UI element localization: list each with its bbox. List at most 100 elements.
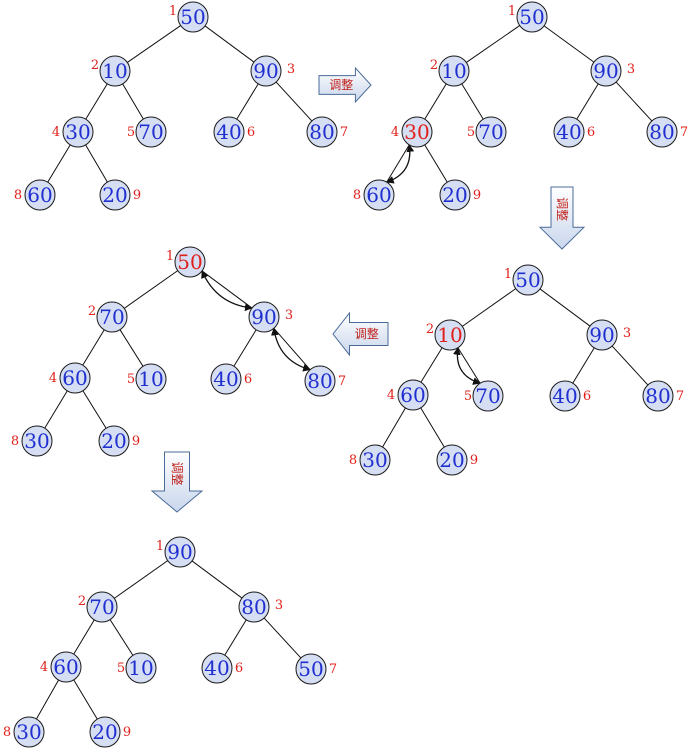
node-index: 9 bbox=[473, 188, 481, 203]
tree-edge bbox=[273, 327, 311, 371]
node-index: 1 bbox=[504, 267, 512, 282]
tree-node: 604 bbox=[49, 362, 91, 394]
tree-edge bbox=[127, 25, 181, 63]
node-circle bbox=[248, 301, 280, 333]
node-index: 3 bbox=[275, 598, 283, 613]
node-value: 10 bbox=[437, 323, 462, 347]
tree-node: 604 bbox=[387, 379, 429, 411]
node-index: 4 bbox=[40, 660, 48, 675]
node-index: 2 bbox=[88, 304, 96, 319]
step-arrow-down: 调整 bbox=[538, 186, 586, 250]
node-value: 70 bbox=[138, 120, 163, 144]
node-value: 20 bbox=[442, 183, 467, 207]
swap-arrow bbox=[386, 144, 415, 184]
tree-node: 20 9 bbox=[439, 179, 481, 211]
node-circle bbox=[306, 116, 338, 148]
node-index: 8 bbox=[3, 725, 11, 740]
node-index: 1 bbox=[508, 4, 516, 19]
node-value: 40 bbox=[216, 120, 241, 144]
node-value: 30 bbox=[65, 120, 90, 144]
node-value: 50 bbox=[177, 250, 202, 274]
node-value: 40 bbox=[556, 120, 581, 144]
tree-edge bbox=[224, 619, 247, 656]
node-circle bbox=[516, 1, 548, 33]
node-value: 30 bbox=[24, 429, 49, 453]
tree-edge bbox=[572, 347, 595, 384]
node-circle bbox=[135, 363, 167, 395]
arrow-label: 调整 bbox=[555, 197, 570, 221]
node-index: 3 bbox=[285, 308, 293, 323]
node-index: 4 bbox=[387, 388, 395, 403]
tree-edge bbox=[119, 329, 144, 367]
node-circle bbox=[250, 55, 282, 87]
node-value: 80 bbox=[307, 369, 332, 393]
node-value: 80 bbox=[645, 384, 670, 408]
node-index: 9 bbox=[123, 725, 131, 740]
arrow-label: 调整 bbox=[170, 461, 185, 485]
tree-edge bbox=[461, 288, 517, 327]
tree-edge bbox=[576, 83, 599, 120]
node-value: 50 bbox=[519, 5, 544, 29]
node-value: 90 bbox=[251, 305, 276, 329]
swap-arrow bbox=[453, 346, 481, 385]
arrow-shape bbox=[332, 311, 389, 357]
node-value: 90 bbox=[589, 323, 614, 347]
arrow-label: 调整 bbox=[355, 326, 379, 341]
tree-node: 90 3 bbox=[250, 55, 295, 87]
node-circle bbox=[135, 116, 167, 148]
tree-node: 30 8 bbox=[3, 716, 45, 748]
node-circle bbox=[549, 380, 581, 412]
node-value: 30 bbox=[16, 720, 41, 744]
tree-edge bbox=[82, 390, 107, 429]
tree-node: 102 bbox=[430, 55, 470, 87]
tree-node: 105 bbox=[127, 363, 167, 395]
node-circle bbox=[125, 652, 157, 684]
node-circle bbox=[86, 591, 118, 623]
node-circle bbox=[553, 116, 585, 148]
node-circle bbox=[642, 380, 674, 412]
node-circle bbox=[89, 716, 121, 748]
swap-arrow bbox=[270, 327, 311, 372]
node-circle bbox=[472, 380, 504, 412]
node-index: 1 bbox=[169, 4, 177, 19]
node-index: 7 bbox=[338, 374, 346, 389]
node-index: 9 bbox=[132, 434, 140, 449]
tree-edge bbox=[113, 560, 169, 599]
tree-edge bbox=[466, 25, 520, 63]
tree-node: 705 bbox=[464, 380, 504, 412]
tree-node: 501 bbox=[504, 264, 544, 296]
node-index: 4 bbox=[52, 125, 60, 140]
node-index: 7 bbox=[340, 125, 348, 140]
tree-edge bbox=[201, 270, 253, 309]
tree-edge bbox=[122, 83, 144, 120]
tree-node: 901 bbox=[156, 536, 196, 568]
node-circle bbox=[13, 716, 45, 748]
node-circle bbox=[295, 653, 327, 685]
node-value: 20 bbox=[102, 183, 127, 207]
tree-node: 501 bbox=[169, 1, 209, 33]
node-circle bbox=[304, 365, 336, 397]
node-index: 3 bbox=[287, 62, 295, 77]
tree-edge bbox=[35, 679, 60, 720]
tree-edge bbox=[420, 347, 443, 383]
node-value: 70 bbox=[478, 120, 503, 144]
node-value: 90 bbox=[253, 59, 278, 83]
tree-edge bbox=[73, 679, 98, 720]
node-circle bbox=[434, 319, 466, 351]
node-index: 8 bbox=[353, 188, 361, 203]
tree-edge bbox=[461, 83, 484, 120]
tree-node: 705 bbox=[127, 116, 167, 148]
node-index: 8 bbox=[14, 188, 22, 203]
